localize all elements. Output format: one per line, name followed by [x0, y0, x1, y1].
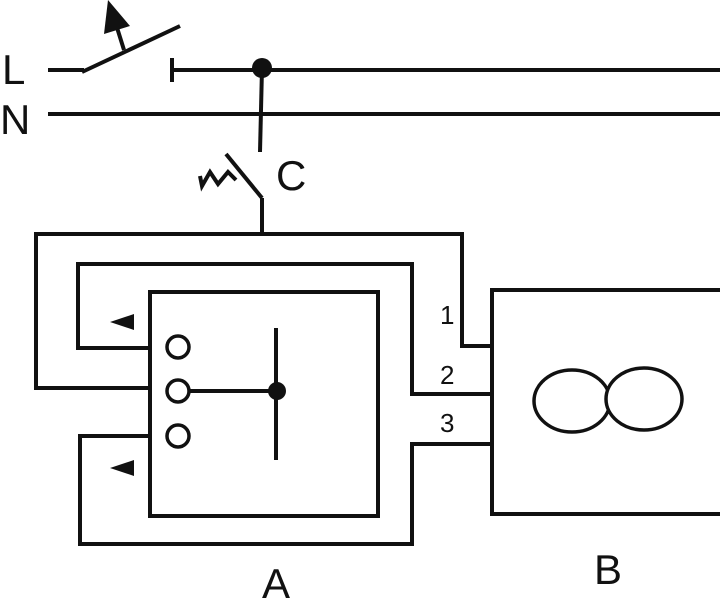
label-wire-3: 3: [440, 408, 454, 438]
device-b: [490, 288, 720, 516]
switch-c-blade: [224, 152, 264, 200]
main-switch-arrow-icon: [104, 0, 130, 34]
arrow-left-icon: [110, 460, 134, 476]
label-wire-1: 1: [440, 300, 454, 330]
label-l: L: [2, 46, 25, 93]
wire-feed-to-a-middle: [34, 232, 262, 390]
terminal-a-middle: [165, 378, 191, 404]
device-a-box: [148, 290, 380, 518]
transformer-coil-left-icon: [532, 368, 612, 434]
label-n: N: [0, 96, 30, 143]
switch-c-actuator-icon: [198, 168, 238, 192]
transformer-coil-right-icon: [604, 366, 684, 432]
label-wire-2: 2: [440, 360, 454, 390]
switch-c: [198, 67, 264, 236]
main-switch-blade: [81, 24, 181, 74]
label-b: B: [594, 546, 622, 593]
terminal-a-bottom: [165, 423, 191, 449]
wire-feed-to-1: [262, 232, 492, 348]
device-a: [148, 290, 380, 518]
mains: [48, 0, 720, 116]
label-a: A: [262, 560, 290, 604]
label-c: C: [276, 152, 306, 199]
arrow-left-icon: [110, 314, 134, 330]
terminal-a-top: [165, 334, 191, 360]
switch-c-feed: [258, 67, 264, 153]
wire-a-top-to-2: [76, 262, 492, 396]
wire-a-bottom-to-3: [78, 434, 492, 546]
device-a-junction-dot: [268, 382, 286, 400]
